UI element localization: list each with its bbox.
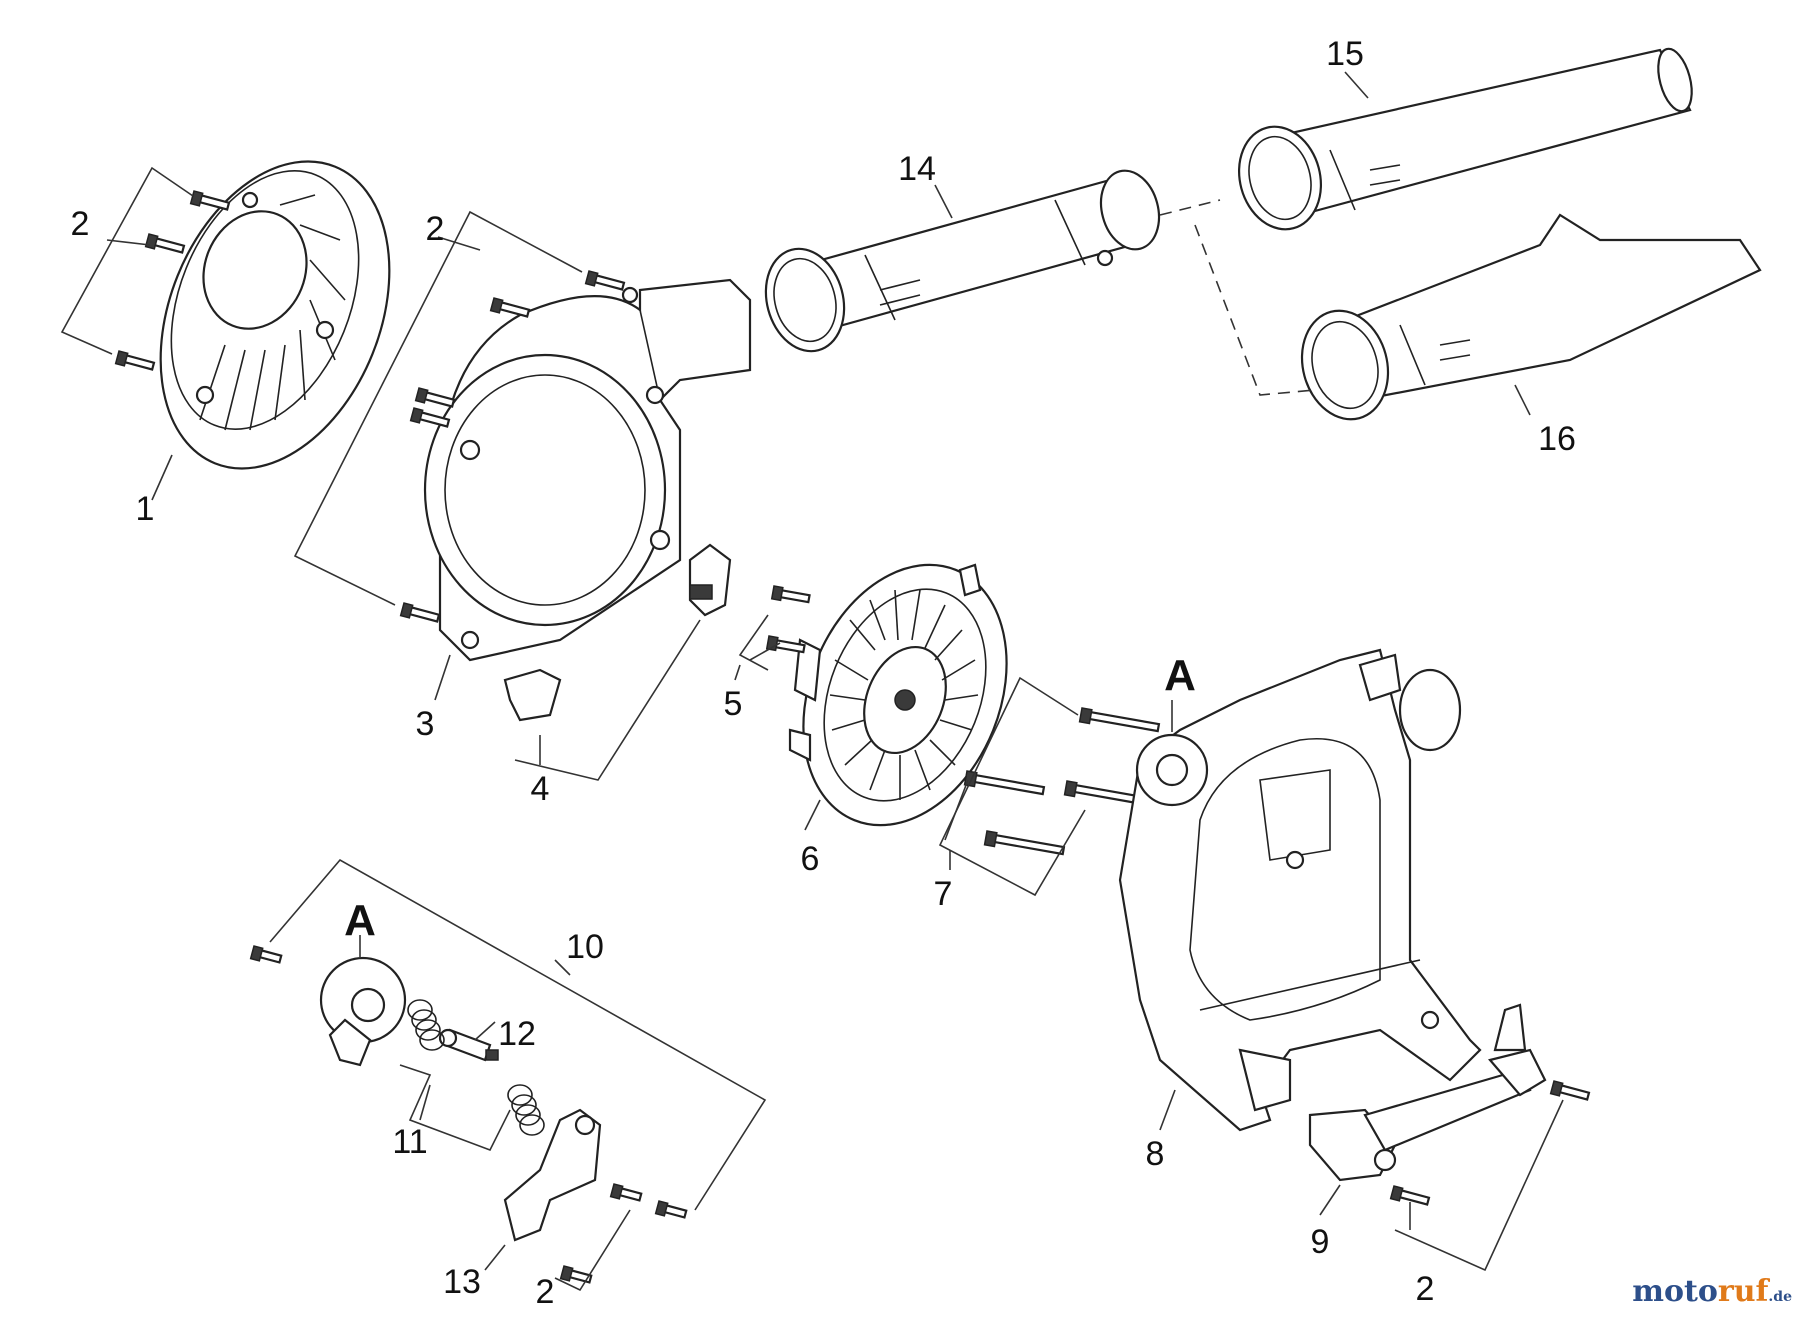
part-13-lever — [503, 1108, 602, 1242]
callout-7: 7 — [934, 875, 953, 913]
callout-15: 15 — [1326, 35, 1364, 73]
screw-icon — [1549, 1080, 1591, 1101]
screw-icon — [144, 233, 186, 254]
watermark-text: moto — [1632, 1274, 1718, 1309]
part-14-tube — [764, 169, 1161, 353]
callout-2: 2 — [426, 210, 445, 248]
callout-9: 9 — [1311, 1223, 1330, 1261]
screw-icon — [114, 350, 156, 371]
detail-a-label: A — [344, 896, 376, 945]
screws-part-13 — [559, 1183, 643, 1284]
callout-labels: 2 1 2 3 4 5 6 7 14 15 16 A 8 9 2 A 10 12… — [71, 35, 1576, 1311]
screw-icon — [654, 1200, 688, 1219]
screw-icon — [609, 1183, 643, 1202]
detail-a-circle-group — [319, 956, 407, 1067]
part-3-fan-housing — [423, 278, 752, 662]
callout-10: 10 — [566, 928, 604, 966]
callout-2: 2 — [536, 1273, 555, 1311]
screw-icon — [983, 830, 1066, 856]
callout-8: 8 — [1146, 1135, 1165, 1173]
callout-16: 16 — [1538, 420, 1576, 458]
detail-a-circle-housing — [1135, 733, 1209, 807]
callout-14: 14 — [898, 150, 936, 188]
screw-icon — [189, 190, 231, 211]
screws-part-10 — [249, 945, 688, 1219]
callout-12: 12 — [498, 1015, 536, 1053]
part-6-fan-wheel — [788, 563, 1008, 827]
screws-part-1 — [114, 190, 231, 371]
detail-a-label: A — [1164, 651, 1196, 700]
screw-icon — [770, 585, 811, 604]
screw-icon — [559, 1265, 593, 1284]
screw-icon — [1389, 1185, 1431, 1206]
callout-1: 1 — [136, 490, 155, 528]
watermark-text: ruf — [1717, 1274, 1769, 1309]
part-1-intake-cover — [159, 160, 391, 470]
part-15-nozzle-round — [1237, 47, 1693, 231]
watermark-text: .de — [1768, 1289, 1792, 1305]
callout-11: 11 — [392, 1123, 427, 1161]
callout-6: 6 — [801, 840, 820, 878]
screw-icon — [765, 635, 806, 654]
screw-icon — [584, 270, 626, 291]
screw-icon — [1063, 780, 1146, 806]
screw-icon — [399, 602, 441, 623]
part-4-dampers — [503, 543, 732, 722]
screw-icon — [489, 297, 531, 318]
part-16-nozzle-flat — [1300, 213, 1762, 421]
screw-icon — [249, 945, 283, 964]
screws-part-3 — [399, 270, 626, 623]
part-8-engine-housing — [1118, 648, 1482, 1132]
callout-4: 4 — [531, 770, 550, 808]
screw-icon — [414, 387, 456, 408]
part-9-handle — [1308, 1003, 1547, 1182]
part-12-pin — [438, 1028, 499, 1062]
callout-2: 2 — [1416, 1270, 1435, 1308]
callout-13: 13 — [443, 1263, 481, 1301]
screw-icon — [963, 770, 1046, 796]
callout-2: 2 — [71, 205, 90, 243]
screw-icon — [409, 407, 451, 428]
callout-5: 5 — [724, 685, 743, 723]
watermark-logo: motoruf.de — [1632, 1274, 1792, 1309]
callout-3: 3 — [416, 705, 435, 743]
screws-part-9 — [1389, 1080, 1591, 1206]
screws-part-5 — [765, 585, 811, 654]
screw-icon — [1078, 707, 1161, 733]
part-11-springs — [407, 999, 545, 1136]
